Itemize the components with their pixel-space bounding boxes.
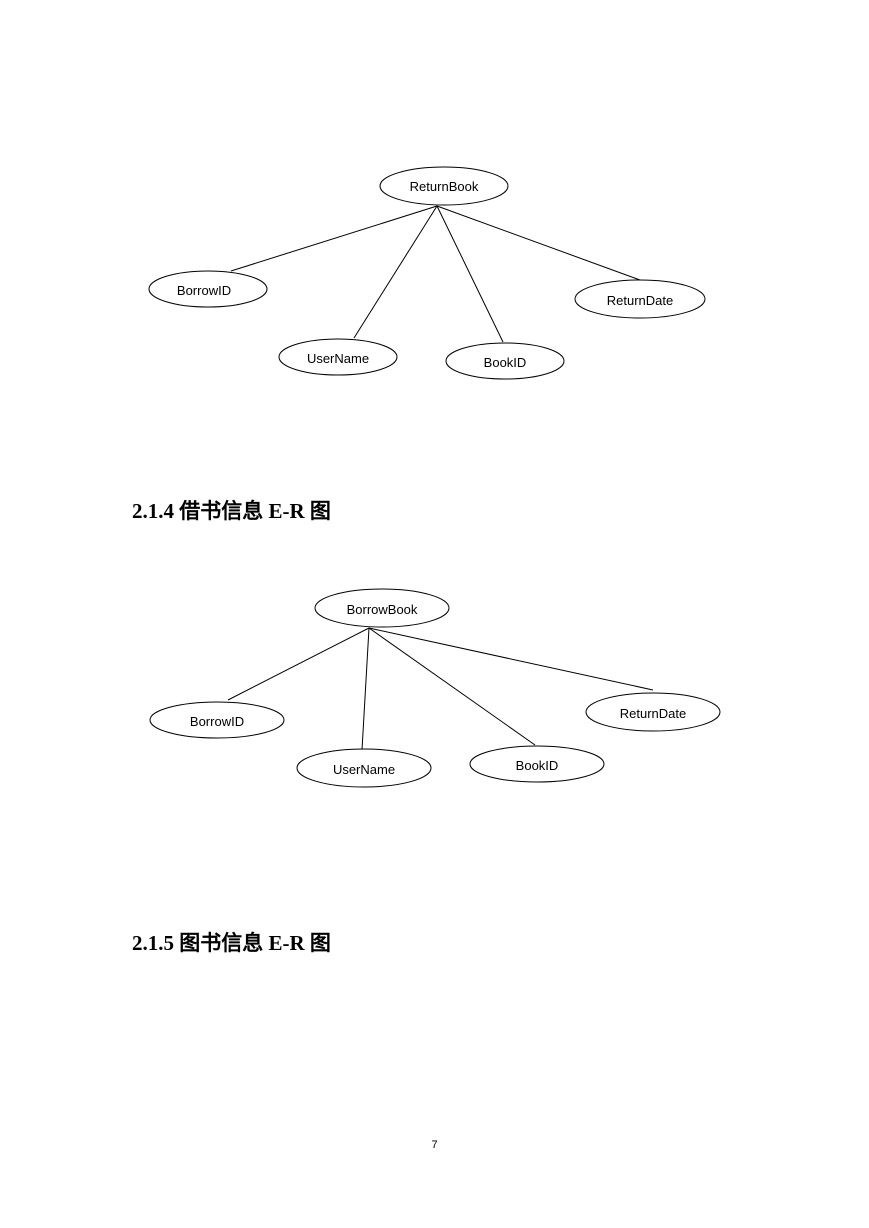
page-number: 7 xyxy=(431,1139,438,1151)
attribute-returndate-label: ReturnDate xyxy=(620,706,686,721)
borrow-book-er-diagram: BorrowBook BorrowID UserName BookID Retu… xyxy=(0,580,869,800)
edge-returnbook-username xyxy=(353,205,438,339)
return-book-er-diagram: ReturnBook BorrowID UserName BookID Retu… xyxy=(0,160,869,390)
attribute-bookid: BookID xyxy=(445,342,565,380)
attribute-returndate: ReturnDate xyxy=(574,279,706,319)
attribute-borrowid: BorrowID xyxy=(148,270,268,308)
attribute-username-label: UserName xyxy=(333,762,395,777)
attribute-returndate: ReturnDate xyxy=(585,692,721,732)
attribute-username: UserName xyxy=(296,748,432,788)
edge-borrowbook-borrowid xyxy=(227,627,370,701)
edge-returnbook-returndate xyxy=(436,205,641,281)
edge-borrowbook-bookid xyxy=(368,627,536,746)
attribute-username: UserName xyxy=(278,338,398,376)
attribute-username-label: UserName xyxy=(307,351,369,366)
attribute-bookid-label: BookID xyxy=(516,758,559,773)
attribute-borrowid-label: BorrowID xyxy=(190,714,244,729)
section-heading-2-1-4: 2.1.4 借书信息 E-R 图 xyxy=(132,499,331,523)
entity-returnbook: ReturnBook xyxy=(379,166,509,206)
edge-returnbook-bookid xyxy=(436,205,504,343)
edge-borrowbook-returndate xyxy=(368,627,654,691)
entity-borrowbook-label: BorrowBook xyxy=(347,602,418,617)
edge-returnbook-borrowid xyxy=(230,205,438,272)
entity-borrowbook: BorrowBook xyxy=(314,588,450,628)
entity-returnbook-label: ReturnBook xyxy=(410,179,479,194)
attribute-bookid-label: BookID xyxy=(484,355,527,370)
attribute-returndate-label: ReturnDate xyxy=(607,293,673,308)
attribute-borrowid-label: BorrowID xyxy=(177,283,231,298)
attribute-borrowid: BorrowID xyxy=(149,701,285,739)
edge-borrowbook-username xyxy=(361,627,370,751)
attribute-bookid: BookID xyxy=(469,745,605,783)
section-heading-2-1-5: 2.1.5 图书信息 E-R 图 xyxy=(132,931,331,955)
